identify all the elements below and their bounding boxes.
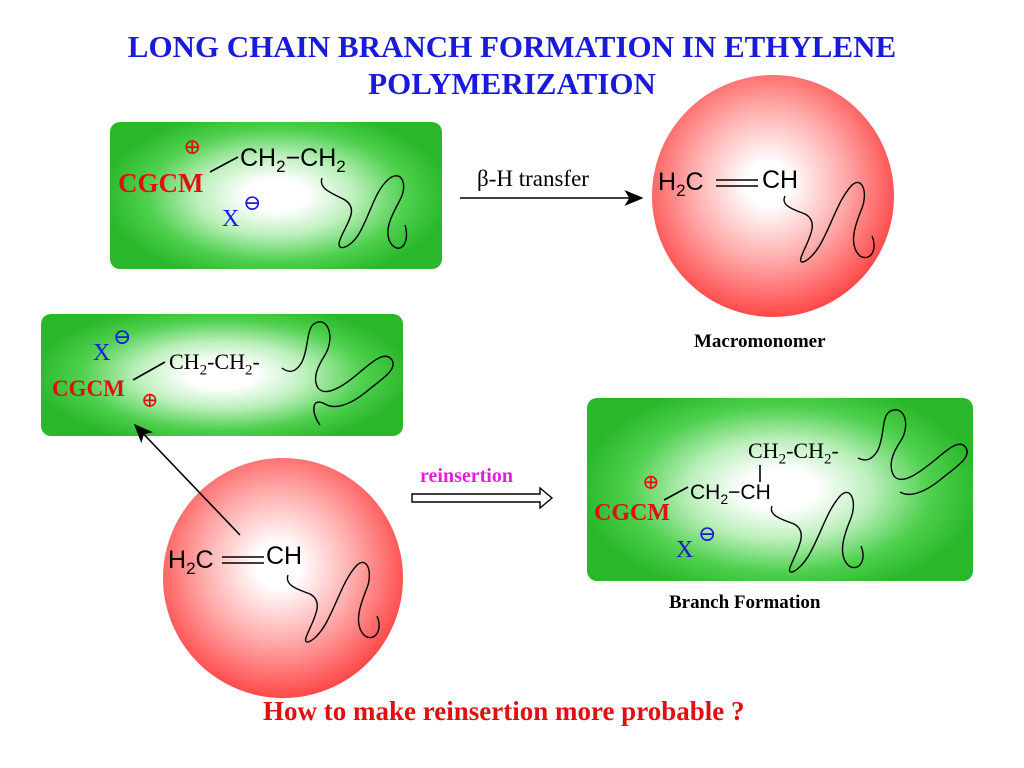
sphere2-ch: CH [266, 542, 303, 570]
insertion-arrow [133, 423, 241, 536]
catalyst-box [41, 314, 403, 436]
macromonomer-caption: Macromonomer [694, 331, 826, 352]
reinsertion-arrow [411, 486, 554, 510]
box1-catalyst-label: CGCM [118, 168, 204, 198]
title-line-1: LONG CHAIN BRANCH FORMATION IN ETHYLENE [127, 29, 897, 64]
box3-mid-chain: CH2−CH [690, 481, 771, 508]
box3-anion-label: X [676, 537, 694, 563]
monomer-sphere [163, 458, 403, 698]
beta-h-transfer-label: β-H transfer [477, 166, 589, 191]
box3-plus-charge: ⊕ [642, 470, 660, 494]
box3-lower-polymer-chain [770, 491, 864, 573]
box3-catalyst-label: CGCM [594, 500, 670, 526]
box2-catalyst-label: CGCM [52, 376, 125, 401]
box3-top-chain: CH2-CH2- [748, 438, 839, 468]
reinsertion-label: reinsertion [420, 465, 513, 487]
sphere1-h2c: H2C [658, 168, 704, 200]
box1-chain-formula: CH2−CH2 [240, 144, 346, 176]
sphere1-polymer-chain [783, 181, 875, 263]
page-title: LONG CHAIN BRANCH FORMATION IN ETHYLENE … [0, 28, 1024, 102]
box2-minus-charge: ⊖ [113, 324, 132, 349]
box2-plus-charge: ⊕ [141, 388, 159, 412]
box2-anion-label: X [93, 340, 111, 366]
bottom-question: How to make reinsertion more probable ? [263, 696, 745, 726]
title-line-2: POLYMERIZATION [368, 66, 656, 101]
box2-bond [132, 361, 166, 381]
macromonomer-sphere [652, 75, 894, 317]
box1-bond [209, 156, 239, 173]
box1-minus-charge: ⊖ [243, 190, 262, 215]
box1-plus-charge: ⊕ [183, 134, 202, 159]
box1-anion-label: X [222, 206, 240, 232]
sphere2-polymer-chain [286, 561, 380, 643]
box1-polymer-chain [320, 175, 408, 249]
box3-bond-catalyst [663, 486, 689, 501]
growing-chain-box [110, 122, 442, 269]
box2-polymer-chain [281, 321, 394, 426]
box3-minus-charge: ⊖ [698, 521, 717, 546]
branch-formation-box [587, 398, 973, 581]
sphere2-h2c: H2C [168, 546, 214, 578]
sphere1-ch: CH [762, 166, 799, 194]
branch-formation-caption: Branch Formation [669, 592, 821, 613]
box3-upper-polymer-chain [857, 409, 968, 496]
box2-chain-formula: CH2-CH2- [169, 349, 260, 379]
